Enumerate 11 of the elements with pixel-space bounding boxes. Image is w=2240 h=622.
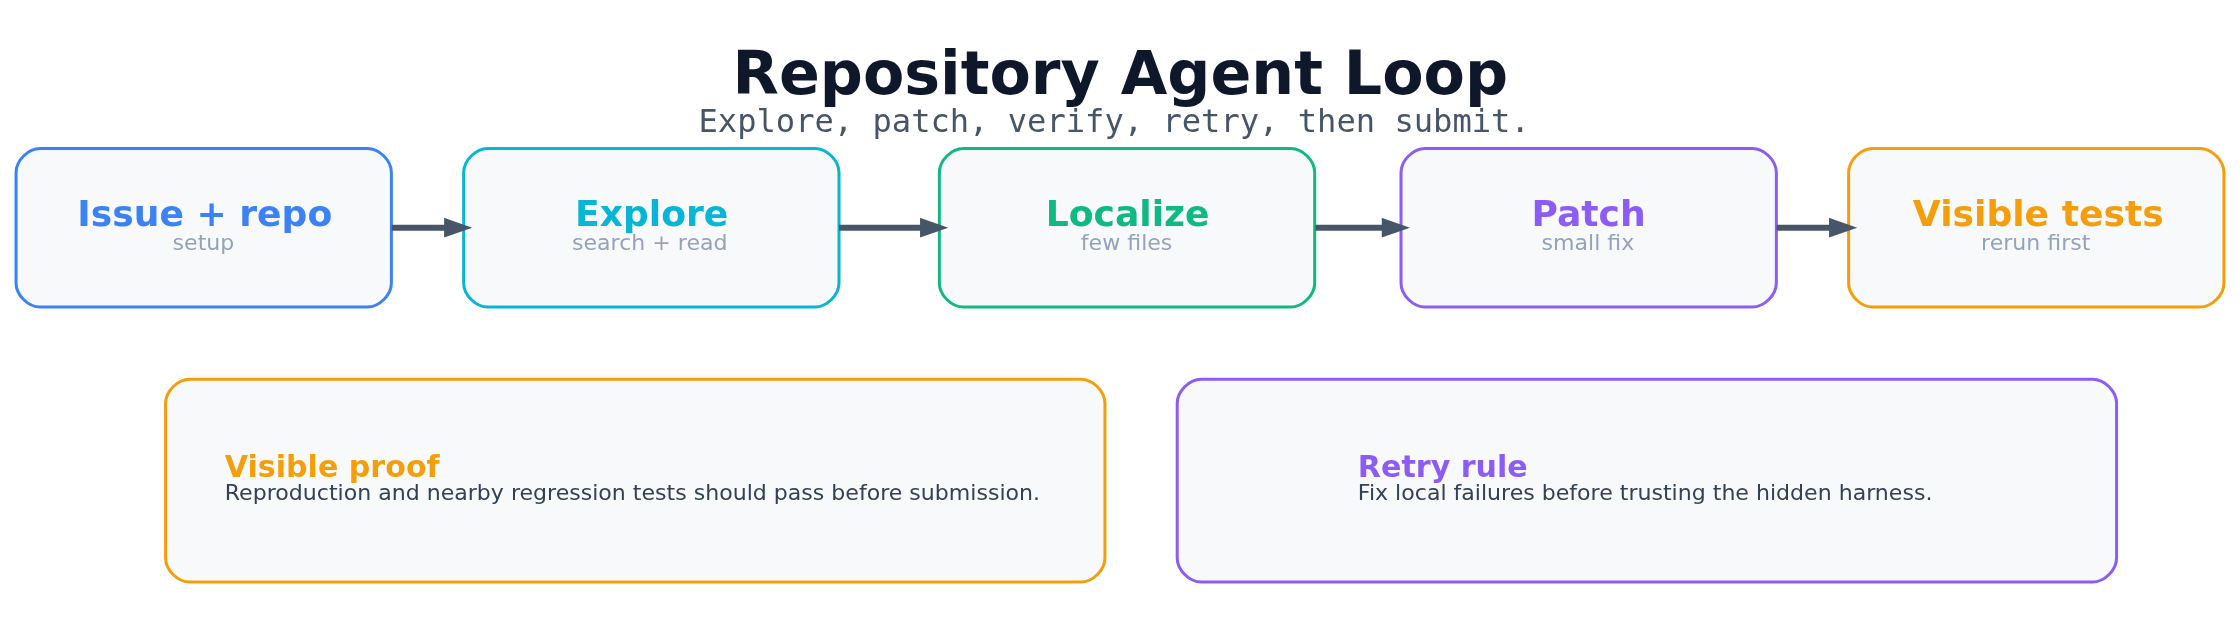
arrow	[839, 217, 949, 238]
arrow	[1776, 217, 1858, 238]
arrow	[1315, 217, 1410, 238]
node-box: Localize few files	[937, 146, 1317, 309]
node-box: Patch small fix	[1399, 146, 1778, 309]
node-box: Retry rule Fix local failures before trusting the hidden harness.	[1175, 377, 2119, 584]
node-box: Visible proof Reproduction and nearby regression tests should pass before submission.	[164, 377, 1107, 584]
node-box: Visible tests rerun first	[1847, 146, 2226, 309]
node-box: Issue + repo setup	[14, 146, 393, 309]
arrow	[391, 217, 473, 238]
node-box: Explore search + read	[462, 146, 841, 309]
